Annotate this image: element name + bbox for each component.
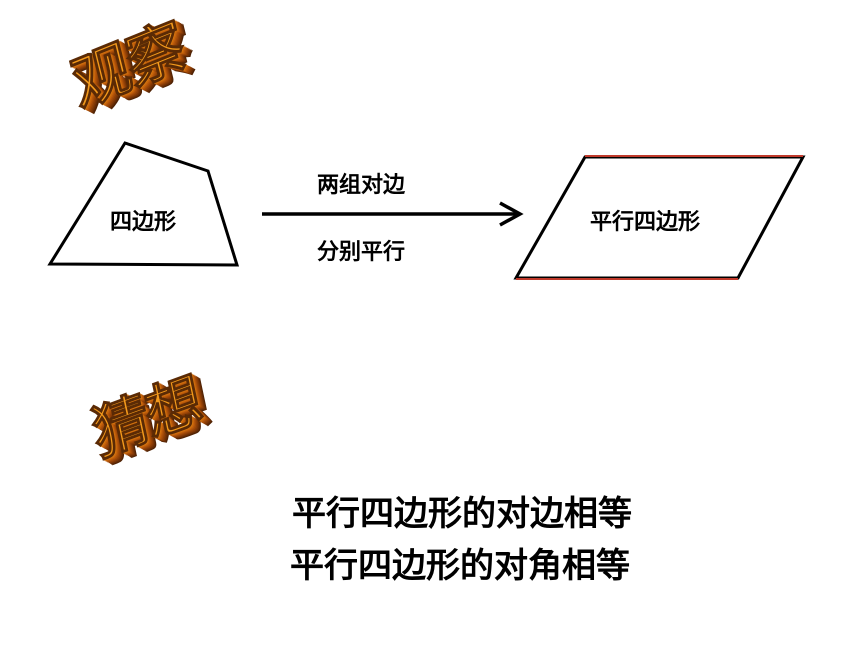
quadrilateral-shape — [47, 141, 240, 267]
arrow-label-bottom: 分别平行 — [317, 240, 406, 265]
quadrilateral-label: 四边形 — [110, 210, 177, 235]
parallelogram-label: 平行四边形 — [590, 210, 701, 235]
arrow-label-top: 两组对边 — [317, 173, 406, 198]
arrow-head — [499, 201, 524, 227]
conjecture-opposite-angles: 平行四边形的对角相等 — [290, 546, 630, 586]
conjecture-opposite-sides: 平行四边形的对边相等 — [292, 494, 632, 534]
